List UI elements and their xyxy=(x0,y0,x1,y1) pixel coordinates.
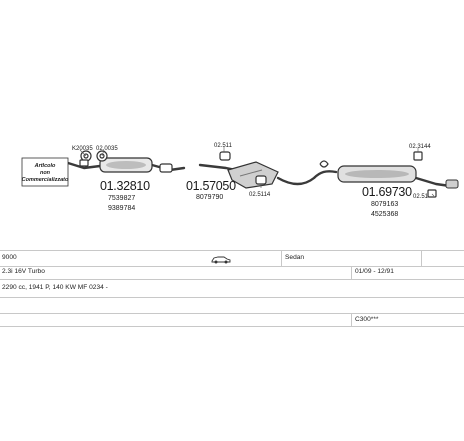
table-rule xyxy=(0,250,464,251)
engine-spec: 2290 cc, 1941 P, 140 KW MF 0234 - xyxy=(2,284,108,291)
note-line-3: Commercializzato xyxy=(22,177,69,183)
part-code-label: 02.0035 xyxy=(96,146,118,152)
not-sold-note: Artlcolo non Commercializzato xyxy=(21,157,69,187)
oem-number: 4525368 xyxy=(371,211,398,218)
front-silencer xyxy=(99,157,153,173)
part-code-label: 02.5114 xyxy=(249,192,271,198)
sedan-car-icon xyxy=(211,256,231,264)
table-divider xyxy=(351,266,352,279)
note-line-2: non xyxy=(40,170,51,176)
table-rule xyxy=(0,313,464,314)
leader-lines xyxy=(79,147,435,197)
table-divider xyxy=(351,313,352,326)
oem-number: 7539827 xyxy=(108,195,135,202)
table-rule xyxy=(0,297,464,298)
part-code-label: 02.3144 xyxy=(409,144,431,150)
table-rule xyxy=(0,326,464,327)
body-type: Sedan xyxy=(285,254,305,261)
tail-pipe xyxy=(445,179,459,189)
engine-variant: 2.3i 16V Turbo xyxy=(2,268,45,275)
table-rule xyxy=(0,266,464,267)
table-rule xyxy=(0,279,464,280)
part-code-label: K20035 xyxy=(72,146,93,152)
exhaust-diagram: Artlcolo non Commercializzato K20035 02.… xyxy=(21,143,459,218)
rear-silencer xyxy=(337,165,417,183)
main-part-code: 01.32810 xyxy=(100,179,150,193)
oem-number: 8079163 xyxy=(371,201,398,208)
main-part-code: 01.57050 xyxy=(186,179,236,193)
exhaust-pipe-route xyxy=(66,161,452,188)
oem-number: 9389784 xyxy=(108,205,135,212)
catalog-code: C300*** xyxy=(355,316,379,323)
clamp-parts xyxy=(79,150,437,198)
table-divider xyxy=(421,250,422,266)
part-code-label: 02.51 xyxy=(413,194,429,200)
model-name: 9000 xyxy=(2,254,17,261)
oem-number: 8079790 xyxy=(196,194,223,201)
note-line-1: Artlcolo xyxy=(34,163,56,169)
part-code-label: 02.511 xyxy=(214,143,233,149)
table-divider xyxy=(281,250,282,266)
production-dates: 01/09 - 12/91 xyxy=(355,268,394,275)
main-part-code: 01.69730 xyxy=(362,185,412,199)
